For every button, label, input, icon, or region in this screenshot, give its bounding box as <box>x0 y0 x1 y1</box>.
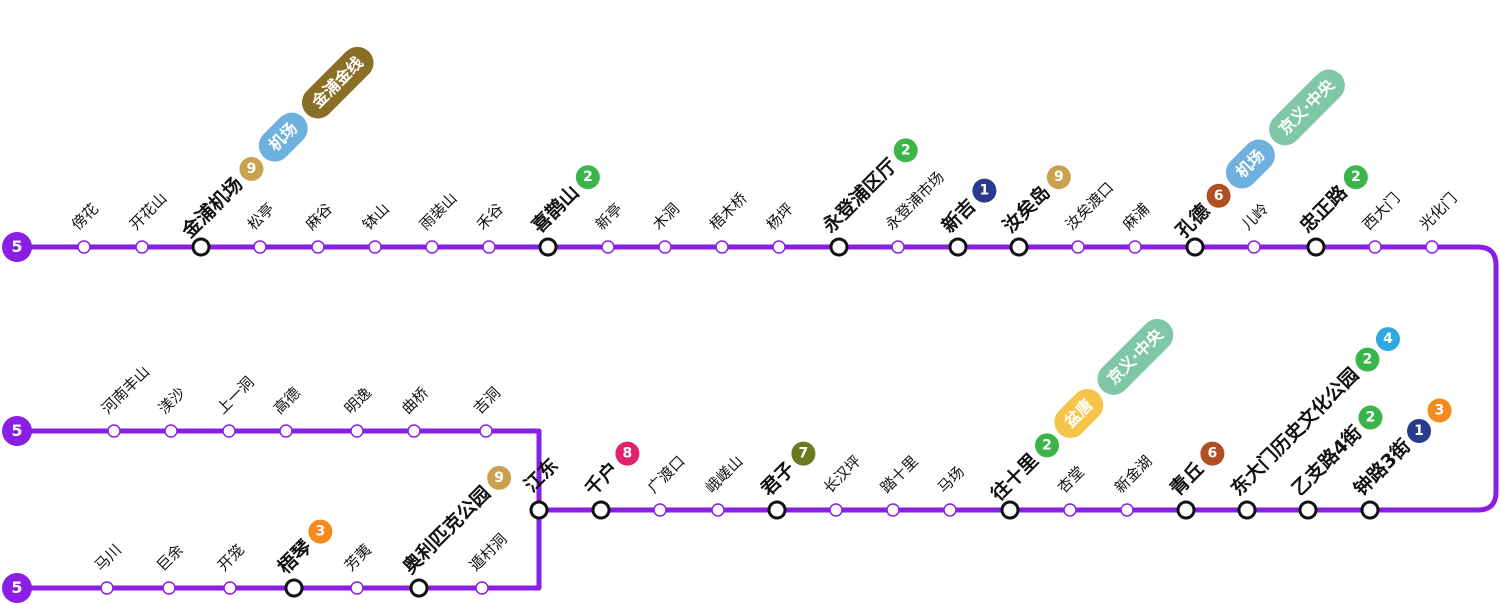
station-node <box>1425 240 1439 254</box>
station-node <box>135 240 149 254</box>
transfer-line-badge: 3 <box>1427 398 1452 423</box>
station-node <box>1368 240 1382 254</box>
transfer-station-node <box>1009 237 1029 257</box>
station-node <box>100 581 114 595</box>
station-node <box>711 503 725 517</box>
station-node <box>479 424 493 438</box>
transfer-line-badge: 2 <box>575 165 600 190</box>
transfer-line-badge: 2 <box>1358 405 1383 430</box>
transfer-station-node <box>284 578 304 598</box>
station-node <box>1071 240 1085 254</box>
station-node <box>279 424 293 438</box>
transfer-station-node <box>1176 500 1196 520</box>
station-node <box>475 581 489 595</box>
transfer-station-node <box>1185 237 1205 257</box>
transfer-station-node <box>409 578 429 598</box>
station-node <box>77 240 91 254</box>
transfer-line-badge: 3 <box>308 519 333 544</box>
station-node <box>829 503 843 517</box>
transfer-station-node <box>529 500 549 520</box>
transfer-line-badge: 4 <box>1375 327 1400 352</box>
transfer-station-node <box>829 237 849 257</box>
station-node <box>425 240 439 254</box>
station-node <box>162 581 176 595</box>
tracks <box>18 244 1499 591</box>
line-5-marker: 5 <box>2 416 32 446</box>
transfer-line-badge: 6 <box>1206 183 1231 208</box>
station-node <box>253 240 267 254</box>
transfer-station-node <box>948 237 968 257</box>
line-5-marker: 5 <box>2 573 32 603</box>
station-node <box>222 424 236 438</box>
station-node <box>482 240 496 254</box>
station-node <box>601 240 615 254</box>
transfer-station-node <box>1360 500 1380 520</box>
transfer-line-badge: 9 <box>1046 165 1071 190</box>
transfer-line-badge: 1 <box>1407 418 1432 443</box>
transfer-station-node <box>591 500 611 520</box>
station-node <box>107 424 121 438</box>
station-node <box>350 581 364 595</box>
track-segment <box>18 428 542 510</box>
line-5-marker: 5 <box>2 232 32 262</box>
transfer-station-node <box>191 237 211 257</box>
station-node <box>1128 240 1142 254</box>
station-node <box>943 503 957 517</box>
station-node <box>1063 503 1077 517</box>
station-node <box>1120 503 1134 517</box>
station-node <box>223 581 237 595</box>
transfer-line-badge: 2 <box>1035 433 1060 458</box>
transfer-line-badge: 2 <box>1355 347 1380 372</box>
transfer-line-badge: 9 <box>487 465 512 490</box>
station-node <box>653 503 667 517</box>
transfer-station-node <box>1000 500 1020 520</box>
station-node <box>886 503 900 517</box>
station-node <box>164 424 178 438</box>
transfer-station-node <box>538 237 558 257</box>
transfer-line-badge: 2 <box>893 138 918 163</box>
transfer-station-node <box>1306 237 1326 257</box>
transfer-line-badge: 9 <box>239 156 264 181</box>
track-segment <box>18 510 542 591</box>
transfer-line-badge: 2 <box>1343 165 1368 190</box>
stations <box>77 237 1439 598</box>
transfer-line-badge: 8 <box>615 441 640 466</box>
station-node <box>368 240 382 254</box>
station-node <box>772 240 786 254</box>
transfer-line-badge: 6 <box>1200 441 1225 466</box>
transfer-station-node <box>1237 500 1257 520</box>
station-node <box>891 240 905 254</box>
station-node <box>658 240 672 254</box>
station-node <box>715 240 729 254</box>
track-segment <box>18 244 1499 513</box>
station-node <box>311 240 325 254</box>
transfer-station-node <box>1298 500 1318 520</box>
transfer-station-node <box>767 500 787 520</box>
station-node <box>1247 240 1261 254</box>
transfer-line-badge: 1 <box>972 178 997 203</box>
station-node <box>407 424 421 438</box>
transfer-line-badge: 7 <box>791 441 816 466</box>
station-node <box>350 424 364 438</box>
